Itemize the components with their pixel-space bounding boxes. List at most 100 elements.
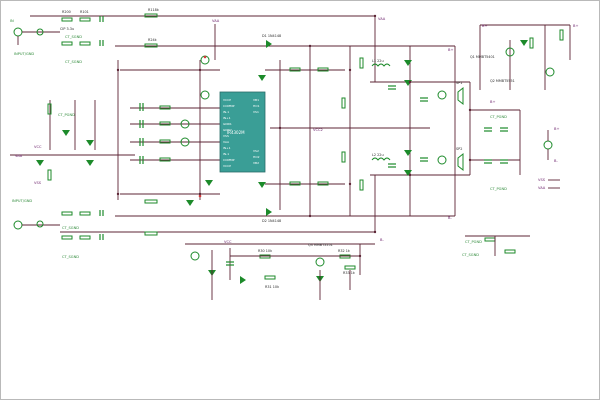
input-label-bottom: INPUT/GND [12, 199, 32, 203]
r-label: R33 1k [343, 271, 355, 275]
ic-pin-label: VCCP [223, 164, 231, 168]
bplus-label: B+ [490, 100, 495, 104]
transistor-icon [190, 251, 200, 261]
vaa-right-label: VAA [538, 186, 546, 190]
ic-pin-label: HO1 [253, 104, 260, 108]
bminus-label: B- [554, 159, 558, 163]
zener-diode-icon [186, 200, 194, 206]
input-section-bottom: INPUT/GND CT_SGND CT_SGND [12, 199, 158, 259]
gnd-net-label: CT_PGND [490, 115, 507, 119]
transistor-icon [200, 90, 210, 100]
vcc-label: VCC [34, 145, 42, 149]
ic-pin-label: IN-1 [223, 152, 229, 156]
vcc2-label: VCC2 [313, 128, 323, 132]
bplus-label: B+ [482, 24, 487, 28]
gnd-net-label: CT_SGND [65, 35, 82, 39]
bplus-label: B+ [554, 127, 559, 131]
supply-section: Q1 MMBT5401 Q2 MMBT5551 B+ B+ B+ B+ B- C… [462, 24, 578, 257]
ic-input-network: VAA [139, 19, 220, 206]
vss-right-label: VSS [538, 178, 546, 182]
vaa-right-label: VAA [378, 17, 386, 21]
diode-label: D1 1N4148 [262, 34, 281, 38]
r-label: R200 [62, 10, 71, 14]
ic-pin-label: VCCP [223, 98, 231, 102]
diode-icon [258, 182, 266, 188]
r-label: R32 1k [338, 249, 350, 253]
diode-icon [266, 208, 272, 216]
transistor-icon [545, 67, 555, 77]
ic-pin-label: COMMP [223, 158, 235, 162]
ic-pin-label: HO2 [253, 155, 260, 159]
inductor-icon [371, 157, 391, 161]
transistor-icon [180, 119, 190, 129]
speaker-icon [457, 86, 464, 106]
ic-pin-label: VS1 [253, 110, 259, 114]
diode-icon [240, 276, 246, 284]
ic-pin-label: IN-1 [223, 110, 229, 114]
diode-icon [404, 170, 412, 176]
diode-icon [404, 60, 412, 66]
inductor-label: L2 22u [372, 153, 384, 157]
gnd-net-label: CT_PGND [465, 240, 482, 244]
output-stage: L1 22u L2 22u SP1 SP2 B+ B- B- VAA [341, 17, 464, 242]
ic-pin-label: IN+1 [223, 116, 231, 120]
led-icon [198, 194, 202, 198]
ic-pin-label: VB2 [253, 161, 259, 165]
zener-diode-icon [36, 160, 44, 166]
ic-pin-label: VAA [223, 140, 230, 144]
ic-pin-label: VSS [223, 134, 229, 138]
speaker-icon [457, 152, 464, 172]
zener-diode-icon [62, 130, 70, 136]
zener-diode-icon [520, 40, 528, 46]
c-label: CIP 3.3u [60, 27, 74, 31]
inductor-label: L1 22u [372, 59, 384, 63]
vss-label: VSS [34, 181, 42, 185]
zener-diode-icon [86, 140, 94, 146]
input-section-top: IN INPUT/GND R200 R101 CIP 3.3u CT_SGND … [10, 8, 159, 64]
ic-pin-label: GND1 [223, 122, 232, 126]
led-icon [203, 55, 207, 59]
zener-diode-icon [86, 160, 94, 166]
gnd-net-label: CT_PGND [490, 187, 507, 191]
svg-text:IN: IN [10, 19, 14, 23]
r-label: R24k [148, 38, 157, 42]
left-clamp-network: CT_PGND VAA VCC VSS [15, 100, 96, 185]
r-label: R101 [80, 10, 89, 14]
speaker-label: SP2 [456, 147, 462, 151]
inductor-icon [371, 63, 391, 67]
ic-pin-label: IN+1 [223, 146, 231, 150]
diode-icon [266, 40, 272, 48]
speaker-label: SP1 [456, 81, 462, 85]
bplus-label: B+ [573, 24, 578, 28]
junction-dots [116, 14, 472, 258]
gnd-net-label: CT_SGND [65, 60, 82, 64]
r-label: R30 10k [258, 249, 272, 253]
gnd-net-label: CT_SGND [62, 226, 79, 230]
ic-body [219, 91, 266, 173]
ic-pin-label: COMMP [223, 104, 235, 108]
transistor-icon [180, 137, 190, 147]
vcc-label: VCC [224, 240, 232, 244]
diode-icon [404, 150, 412, 156]
diode-label: D2 1N4148 [262, 219, 281, 223]
bminus-label: B- [448, 216, 452, 220]
rail-wires [10, 15, 521, 245]
r-label: R31 10k [265, 285, 279, 289]
vaa-top-label: VAA [212, 19, 220, 23]
ir4302m-ic: IR4302M VCCP COMMP IN-1 IN+1 GND1 GND2 V… [219, 91, 266, 173]
input-label-top: INPUT/GND [14, 52, 34, 56]
gnd-net-label: CT_PGND [58, 113, 75, 117]
vaa-label: VAA [15, 154, 23, 158]
gnd-net-label: CT_SGND [62, 255, 79, 259]
transistor-label: Q1 MMBT5401 [470, 55, 495, 59]
transistor-icon [437, 90, 447, 100]
gnd-net-label: CT_SGND [462, 253, 479, 257]
transistor-label: Q2 MMBT5551 [490, 79, 515, 83]
bootstrap-diodes: D1 1N4148 D2 1N4148 VCC2 [258, 34, 329, 223]
transistor-icon [505, 47, 515, 57]
r-label: R118k [148, 8, 159, 12]
bplus-label: B+ [448, 48, 453, 52]
ic-pin-label: GND2 [223, 128, 232, 132]
